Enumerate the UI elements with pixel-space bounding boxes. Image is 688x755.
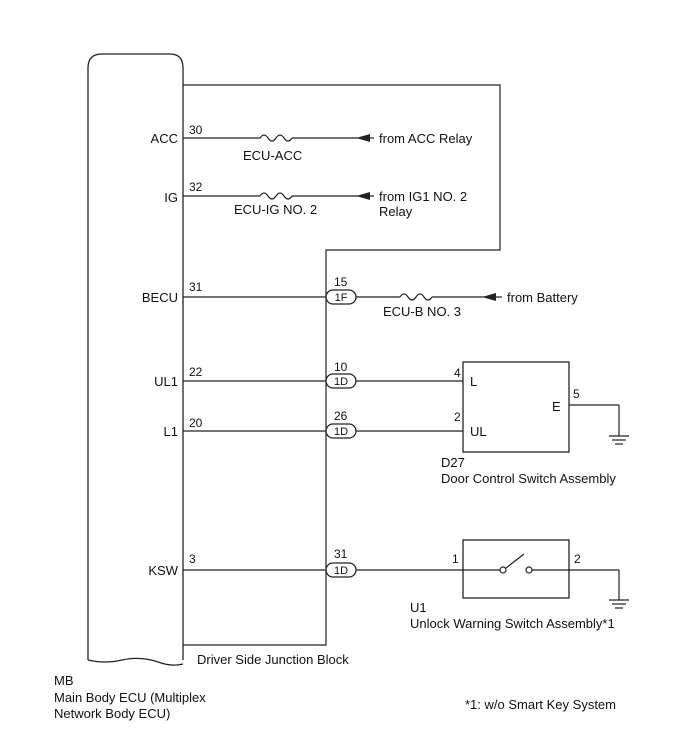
door-switch-terminal-l: L (470, 374, 477, 389)
switch-contact-icon (525, 566, 533, 574)
connector-pin: 26 (334, 409, 348, 423)
terminal-ksw-label: KSW (148, 563, 178, 578)
junction-block-label: Driver Side Junction Block (197, 652, 349, 667)
connector-pin: 15 (334, 275, 348, 289)
pin-number: 30 (189, 123, 203, 137)
terminal-becu-label: BECU (142, 290, 178, 305)
fuse-icon (259, 192, 293, 200)
junction-block-outline (183, 84, 501, 646)
ground-icon (609, 435, 629, 445)
connector-id: 1D (334, 376, 348, 388)
pin-number: 3 (189, 552, 196, 566)
pin-number: 32 (189, 180, 203, 194)
door-switch-name: Door Control Switch Assembly (441, 471, 616, 486)
unlock-switch-name: Unlock Warning Switch Assembly*1 (410, 616, 615, 631)
door-switch-code: D27 (441, 455, 465, 470)
door-switch-terminal-ul: UL (470, 424, 487, 439)
source-ig-label-line1: from IG1 NO. 2 (379, 189, 467, 204)
terminal-acc-label: ACC (151, 131, 178, 146)
unlock-switch-code: U1 (410, 600, 427, 615)
source-battery-label: from Battery (507, 290, 578, 305)
pin-number: 22 (189, 365, 203, 379)
terminal-ul1-label: UL1 (154, 374, 178, 389)
fuse-icon (399, 293, 433, 301)
connector-pin: 10 (334, 360, 348, 374)
ecu-bottom-edge (87, 657, 184, 666)
unlock-warning-switch-box (462, 539, 570, 599)
source-ig-label-line2: Relay (379, 204, 413, 219)
door-switch-terminal-e: E (552, 399, 561, 414)
terminal-ig-label: IG (164, 190, 178, 205)
pin-number: 31 (189, 280, 203, 294)
ground-icon (609, 599, 629, 609)
ecu-name-line2: Network Body ECU) (54, 706, 170, 721)
connector-id: 1D (334, 565, 348, 577)
arrow-icon (356, 134, 370, 142)
switch-contact-icon (499, 566, 507, 574)
fuse-acc-label: ECU-ACC (243, 148, 302, 163)
pin-number: 2 (574, 552, 581, 566)
connector-id: 1D (334, 426, 348, 438)
pin-number: 20 (189, 416, 203, 430)
door-control-switch-box (462, 361, 570, 453)
fuse-becu-label: ECU-B NO. 3 (383, 304, 461, 319)
switch-blade-icon (505, 553, 525, 569)
arrow-icon (482, 293, 496, 301)
pin-number: 4 (454, 366, 461, 380)
ecu-code: MB (54, 673, 74, 688)
fuse-icon (259, 134, 293, 142)
pin-number: 1 (452, 552, 459, 566)
arrow-icon (356, 192, 370, 200)
connector-id: 1F (335, 292, 348, 304)
ecu-outline (87, 53, 184, 660)
source-acc-label: from ACC Relay (379, 131, 473, 146)
pin-number: 2 (454, 410, 461, 424)
pin-number: 5 (573, 387, 580, 401)
connector-pin: 31 (334, 547, 348, 561)
footnote: *1: w/o Smart Key System (465, 697, 616, 712)
fuse-ig-label: ECU-IG NO. 2 (234, 202, 317, 217)
ecu-name-line1: Main Body ECU (Multiplex (54, 690, 206, 705)
terminal-l1-label: L1 (164, 424, 178, 439)
